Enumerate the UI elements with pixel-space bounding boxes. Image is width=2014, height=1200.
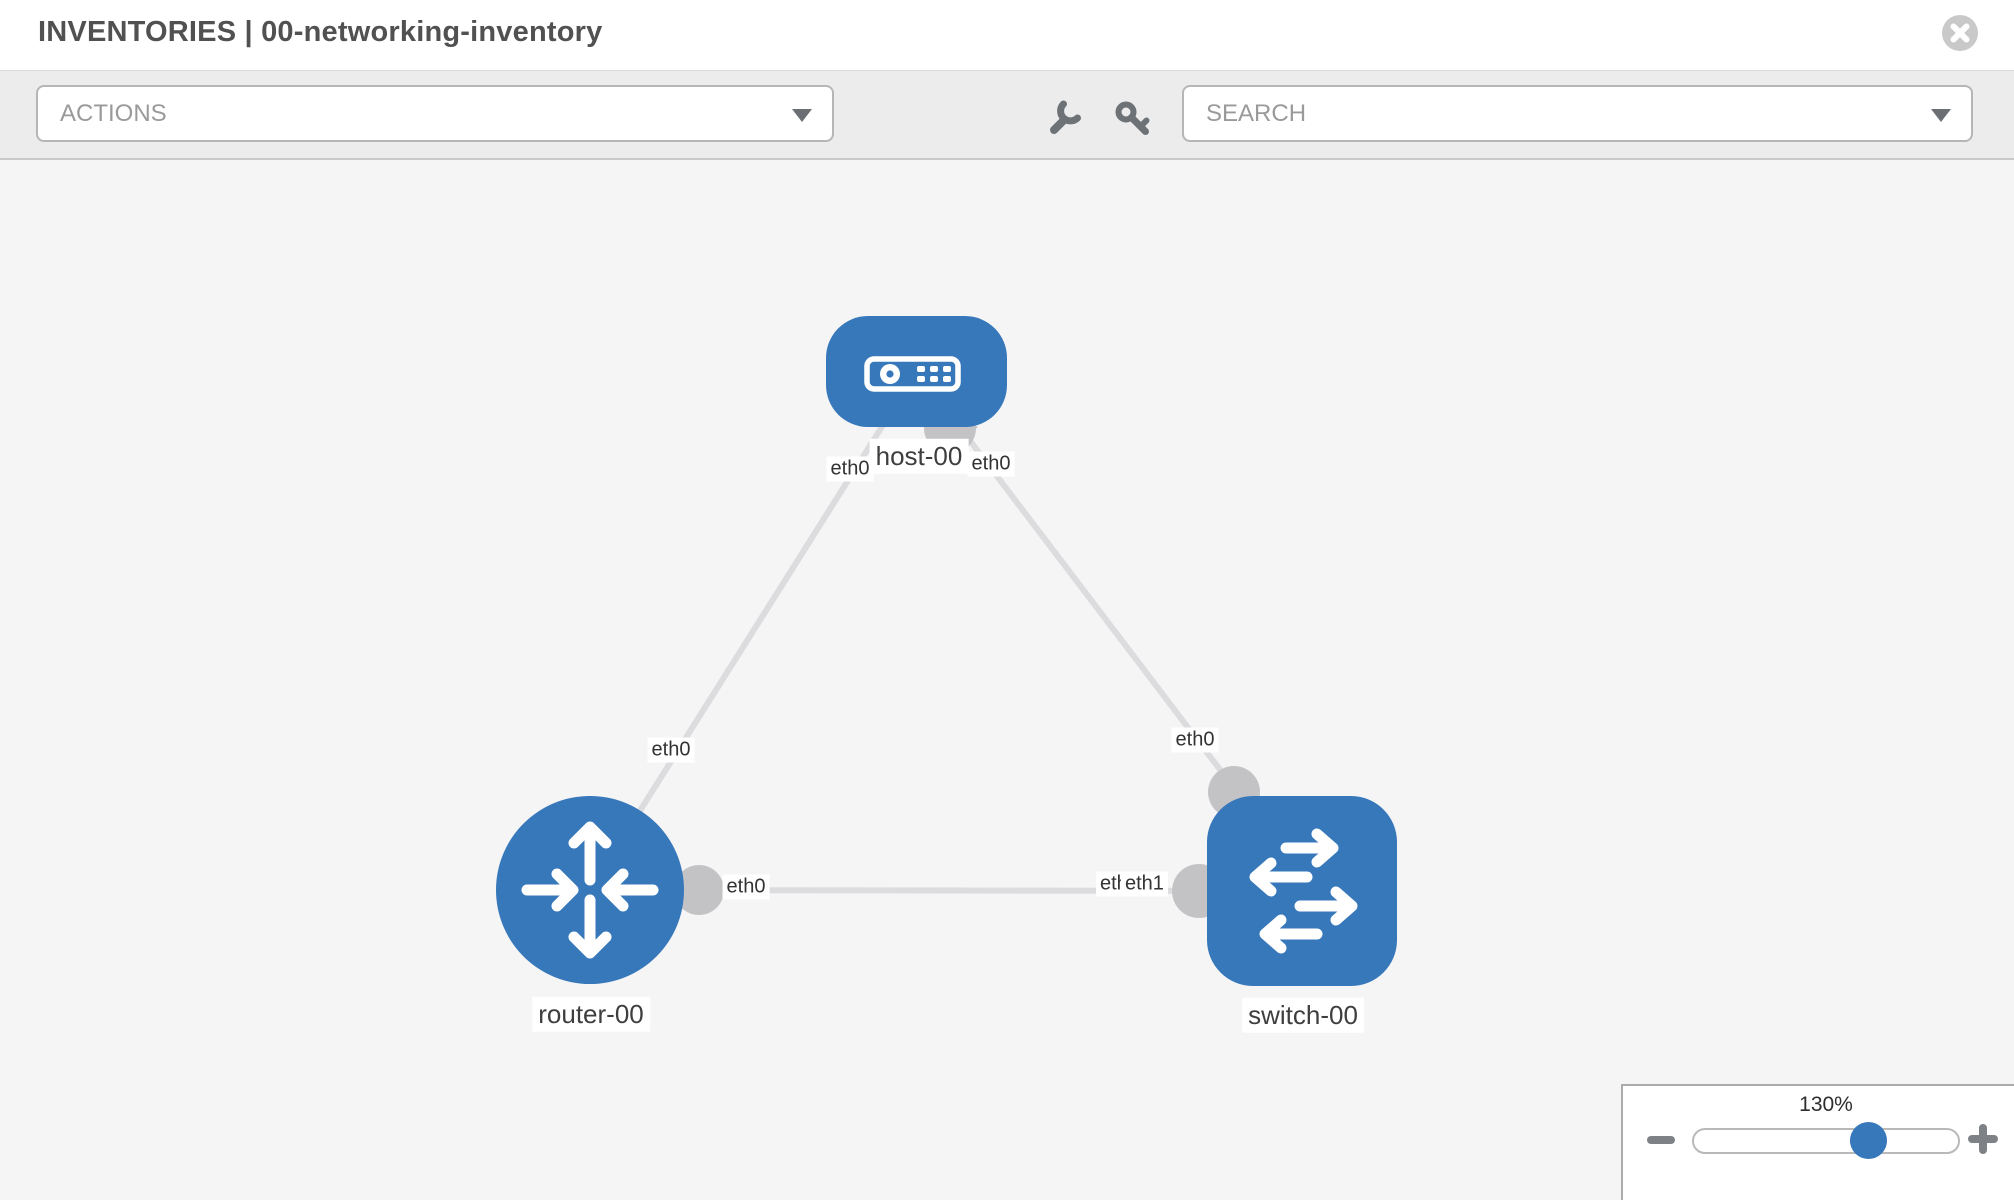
configure-button[interactable] (1046, 98, 1086, 143)
search-dropdown[interactable]: SEARCH (1182, 85, 1973, 142)
router-arrows-icon (521, 821, 659, 959)
node-router[interactable] (496, 796, 684, 984)
iface-label-router-uplink-eth0: eth0 (647, 737, 695, 763)
node-label-router: router-00 (532, 996, 650, 1032)
switch-arrows-icon (1249, 828, 1358, 954)
zoom-slider[interactable] (1692, 1122, 1960, 1159)
key-icon (1115, 101, 1150, 135)
actions-dropdown-label: ACTIONS (60, 99, 167, 127)
iface-label-switch-eth1: eth1 (1121, 871, 1168, 897)
chevron-down-icon (1931, 108, 1951, 122)
iface-label-host-eth0-left: eth0 (826, 456, 874, 482)
zoom-in-button[interactable] (1968, 1124, 1998, 1154)
credentials-button[interactable] (1112, 98, 1156, 147)
iface-label-router-eth0: eth0 (722, 874, 770, 900)
topology-canvas[interactable]: host-00 router-00 switch-00 eth0 eth0 et… (0, 160, 2014, 1200)
wrench-icon (1050, 100, 1081, 134)
zoom-out-button[interactable] (1647, 1136, 1675, 1144)
header: INVENTORIES | 00-networking-inventory (0, 0, 2014, 71)
toolbar: ACTIONS SEARCH (0, 71, 2014, 160)
zoom-percent: 130% (1799, 1093, 1853, 1116)
node-switch[interactable] (1207, 796, 1397, 986)
chevron-down-icon (792, 108, 812, 122)
endpoint-router-right[interactable] (674, 865, 724, 915)
node-label-host: host-00 (869, 438, 969, 474)
topology-graph (496, 316, 1397, 986)
close-icon (1942, 15, 1978, 51)
zoom-control-panel: 130% (1621, 1084, 2014, 1200)
page-title: INVENTORIES | 00-networking-inventory (38, 16, 603, 48)
actions-dropdown[interactable]: ACTIONS (36, 85, 834, 142)
iface-label-switch-uplink-eth0: eth0 (1171, 727, 1219, 753)
host-device-icon (864, 356, 961, 392)
search-dropdown-label: SEARCH (1206, 99, 1307, 127)
node-label-switch: switch-00 (1242, 997, 1364, 1033)
node-host[interactable] (826, 316, 1007, 427)
zoom-slider-knob[interactable] (1850, 1122, 1887, 1159)
iface-label-host-eth0-right: eth0 (967, 451, 1015, 477)
close-button[interactable] (1941, 14, 1979, 52)
